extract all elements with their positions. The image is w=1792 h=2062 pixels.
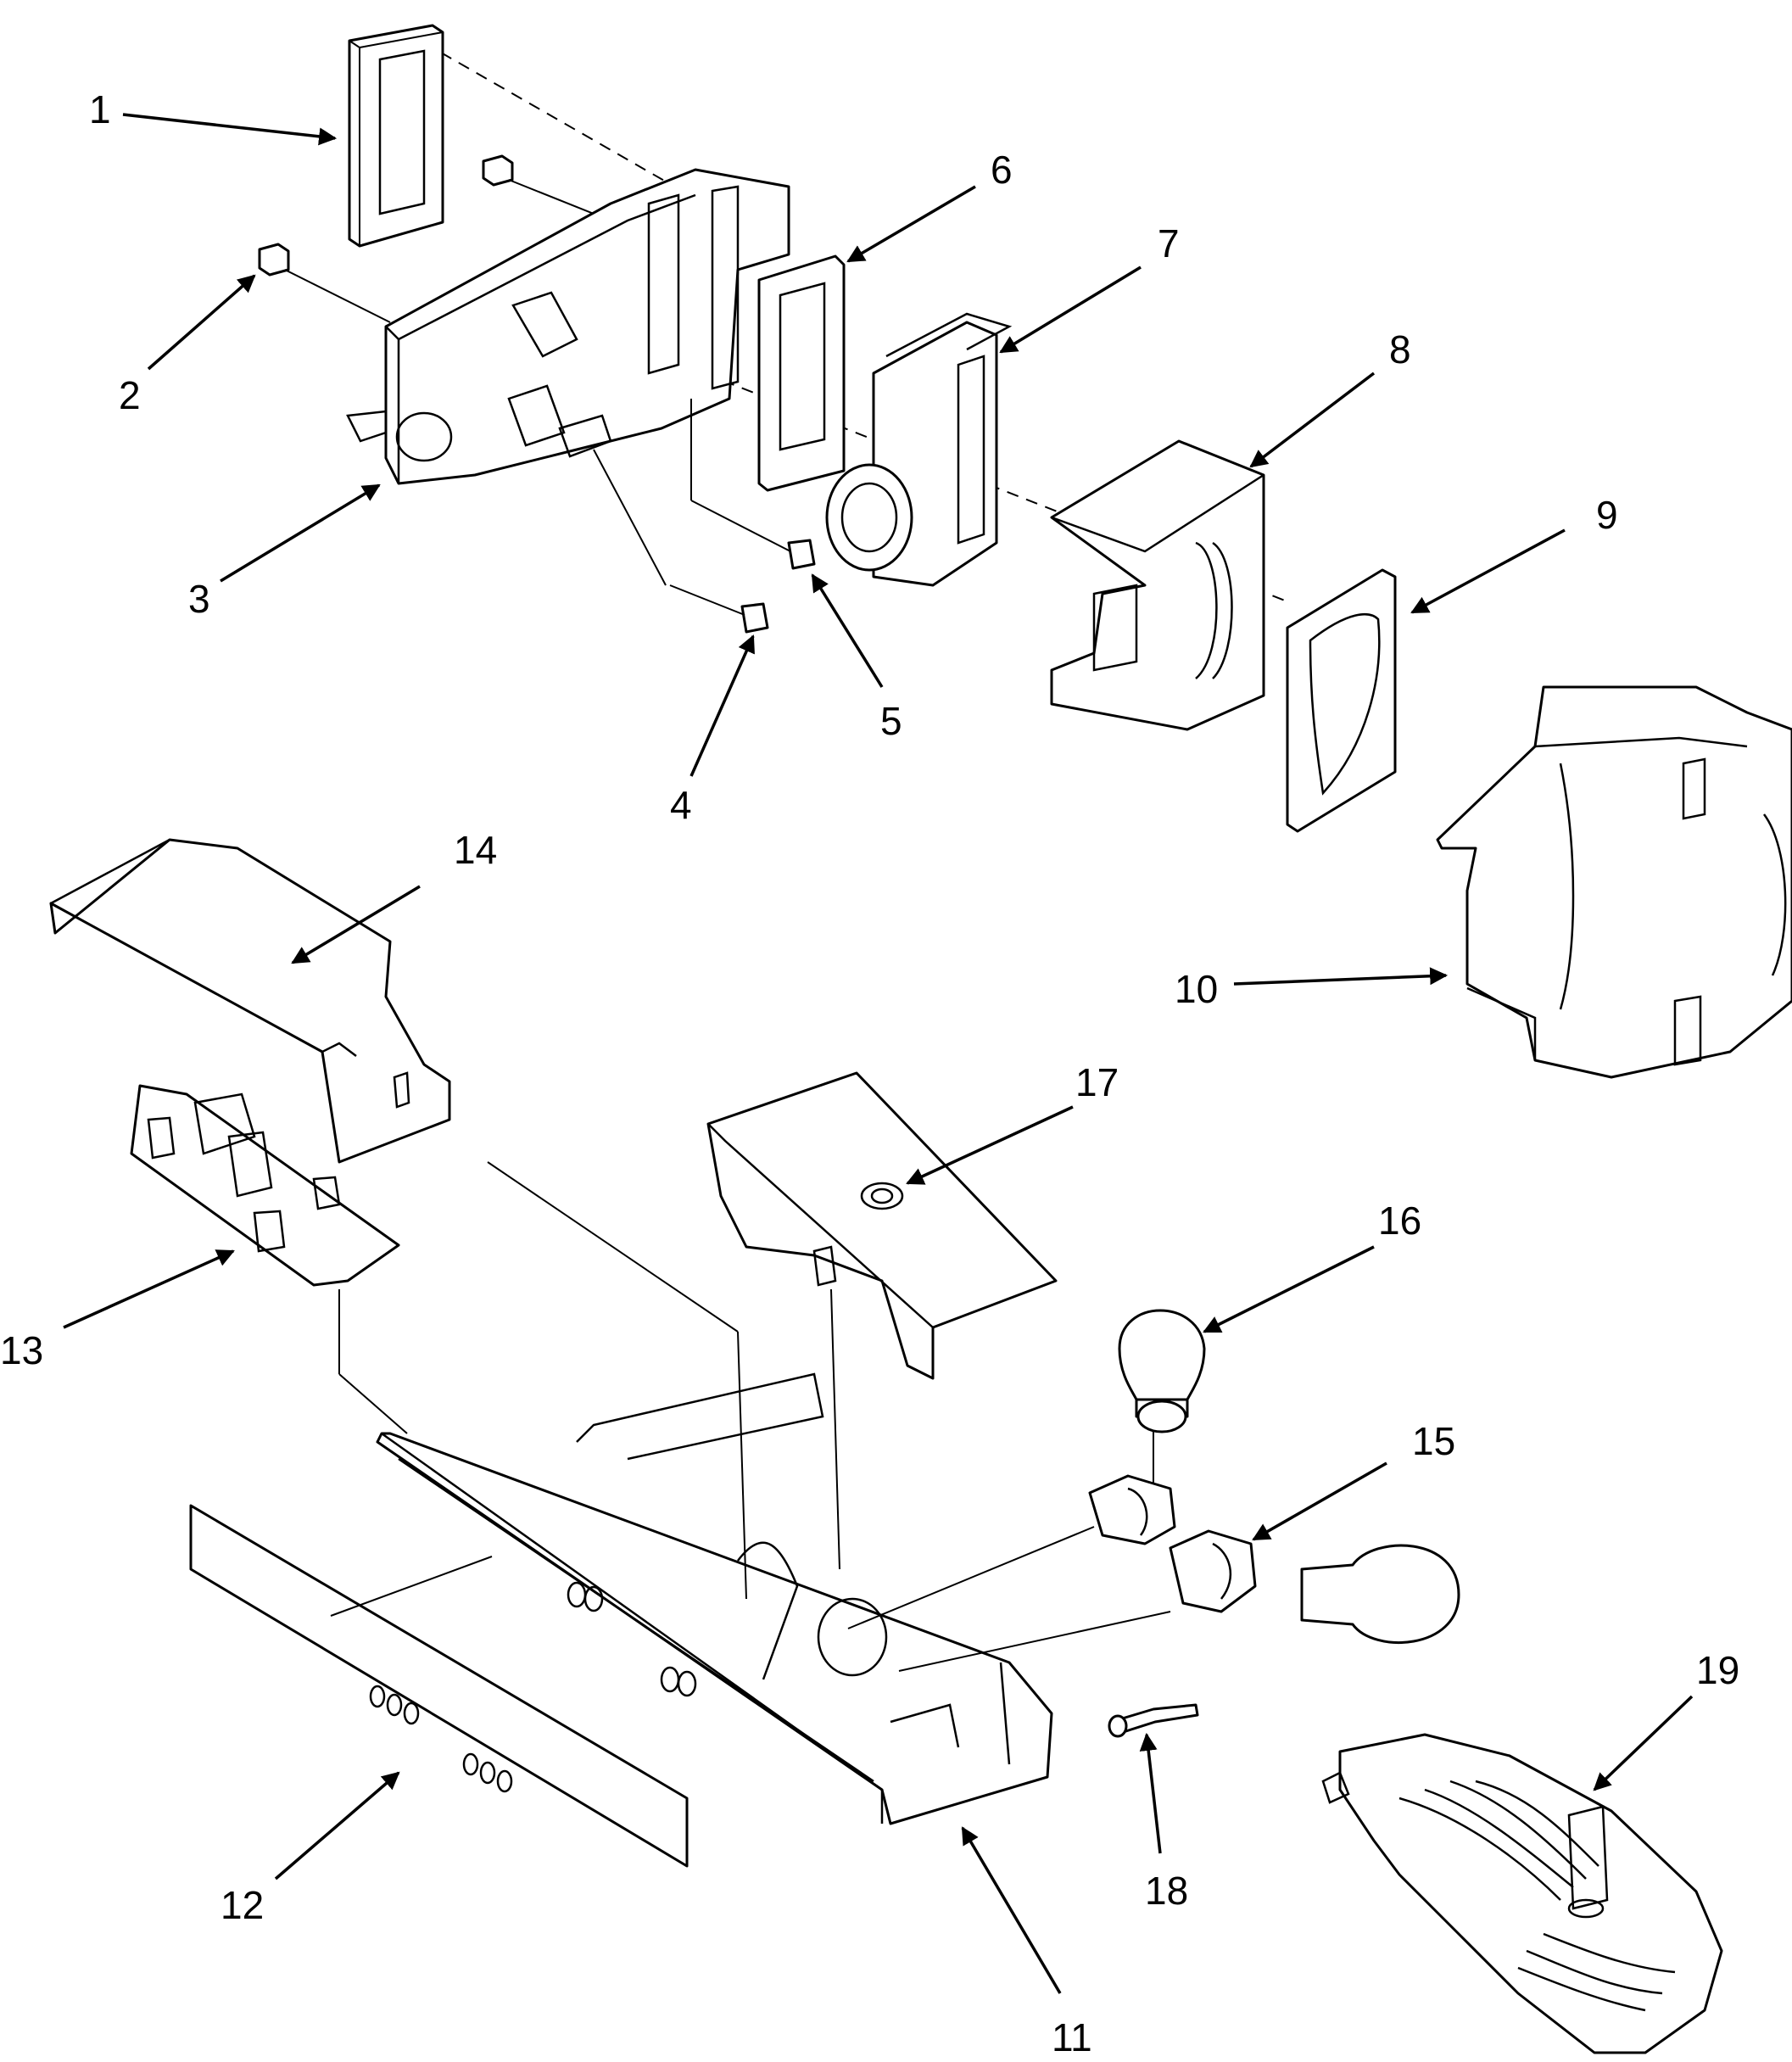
part-10-cover	[1436, 685, 1792, 1079]
part-4-screw	[593, 449, 769, 634]
assembly-line	[338, 1373, 408, 1434]
callout-18-arrow	[1139, 1732, 1162, 1854]
callout-19: 19	[1696, 1648, 1739, 1692]
callout-7: 7	[1158, 221, 1180, 265]
callout-8-arrow	[1249, 372, 1376, 468]
callout-17-arrow	[906, 1105, 1074, 1185]
callout-17: 17	[1075, 1060, 1119, 1104]
part-13-board	[130, 1084, 400, 1287]
callout-2: 2	[119, 373, 141, 417]
part-7-motor	[825, 312, 1013, 587]
assembly-line	[737, 1331, 747, 1600]
assembly-line	[487, 1161, 739, 1333]
callout-16: 16	[1378, 1199, 1421, 1243]
clip-top	[482, 154, 611, 221]
callout-15: 15	[1412, 1419, 1455, 1463]
callout-18: 18	[1145, 1869, 1188, 1913]
callout-9: 9	[1596, 493, 1618, 537]
callout-12-arrow	[274, 1771, 400, 1880]
callout-3: 3	[188, 577, 210, 621]
callout-2-arrow	[147, 274, 256, 371]
assembly-line	[830, 1288, 840, 1570]
callout-5: 5	[880, 699, 902, 743]
part-3-housing	[346, 168, 790, 485]
callout-11: 11	[1052, 2015, 1092, 2059]
callout-10-arrow	[1233, 967, 1449, 986]
callout-4: 4	[670, 783, 692, 827]
callout-14: 14	[454, 828, 497, 872]
part-16-bulb	[1118, 1309, 1206, 1433]
part-17-plate	[706, 1071, 1058, 1380]
callout-1: 1	[89, 87, 111, 131]
part-11-housing	[376, 1372, 1053, 1825]
callout-6: 6	[991, 148, 1013, 192]
callout-13-arrow	[63, 1249, 235, 1329]
callout-13: 13	[0, 1328, 43, 1372]
part-1-frame	[348, 24, 444, 248]
callout-15-arrow	[1252, 1461, 1387, 1541]
callout-8: 8	[1389, 327, 1411, 372]
callout-7-arrow	[999, 265, 1142, 354]
callout-11-arrow	[961, 1826, 1062, 1994]
part-19-grille	[1321, 1733, 1723, 2054]
part-15-sockets	[1088, 1474, 1460, 1645]
part-6-frame	[757, 254, 846, 492]
assembly-line	[330, 1556, 493, 1617]
callout-14-arrow	[291, 885, 421, 964]
part-14-top-cover	[49, 838, 451, 1164]
part-12-overlay	[189, 1504, 689, 1868]
callout-9-arrow	[1410, 528, 1566, 614]
callout-5-arrow	[811, 573, 884, 688]
part-5-screw	[690, 399, 816, 570]
part-8-chute	[1050, 439, 1265, 731]
callout-19-arrow	[1593, 1695, 1694, 1791]
callout-10: 10	[1175, 967, 1218, 1011]
callout-6-arrow	[846, 185, 976, 263]
callout-3-arrow	[220, 483, 381, 583]
callout-4-arrow	[689, 634, 755, 777]
part-2-clip	[258, 243, 391, 323]
callout-16-arrow	[1203, 1245, 1375, 1333]
callout-12: 12	[221, 1883, 264, 1927]
callout-1-arrow	[122, 113, 338, 146]
part-18-lamp	[1108, 1703, 1199, 1738]
assembly-line	[898, 1611, 1171, 1672]
assembly-line	[847, 1526, 1095, 1629]
part-9-frame	[1286, 568, 1397, 833]
